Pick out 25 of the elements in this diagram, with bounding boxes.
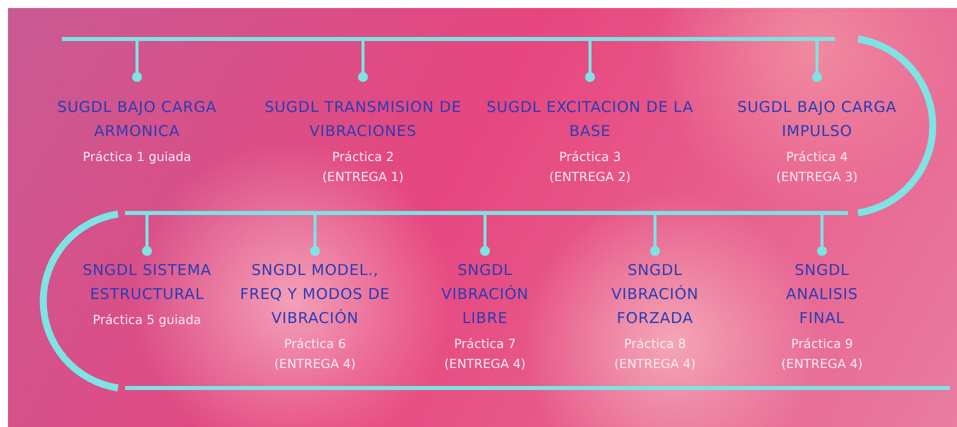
practice-label: (ENTREGA 4) [443,355,527,373]
practice-label: (ENTREGA 4) [613,355,697,373]
practice-label: Práctica 5 guiada [92,311,202,329]
practice-label: Práctica 3 [558,148,622,166]
practice-label: (ENTREGA 3) [775,168,859,186]
milestone-title: SNGDL VIBRACIÓN LIBRE [440,260,530,329]
milestone-title: SUGDL BAJO CARGA IMPULSO [736,97,898,142]
practice-label: (ENTREGA 4) [273,355,357,373]
practice-label: (ENTREGA 1) [321,168,405,186]
practice-label: Práctica 7 [453,335,517,353]
milestone-title: SUGDL BAJO CARGA ARMONICA [56,97,218,142]
practice-label: Práctica 4 [785,148,849,166]
practice-label: Práctica 8 [623,335,687,353]
milestone-title: SNGDL VIBRACIÓN FORZADA [610,260,700,329]
milestone-title: SNGDL ANALISIS FINAL [785,260,859,329]
practice-label: (ENTREGA 2) [548,168,632,186]
practice-label: Práctica 2 [331,148,395,166]
practice-label: (ENTREGA 4) [780,355,864,373]
milestone-title: SNGDL SISTEMA ESTRUCTURAL [82,260,212,305]
milestone-title: SNGDL MODEL., FREQ Y MODOS DE VIBRACIÓN [239,260,391,329]
milestone-title: SUGDL EXCITACION DE LA BASE [486,97,694,142]
practice-label: Práctica 9 [790,335,854,353]
practice-label: Práctica 6 [283,335,347,353]
milestone-title: SUGDL TRANSMISION DE VIBRACIONES [264,97,462,142]
practice-label: Práctica 1 guiada [82,148,192,166]
